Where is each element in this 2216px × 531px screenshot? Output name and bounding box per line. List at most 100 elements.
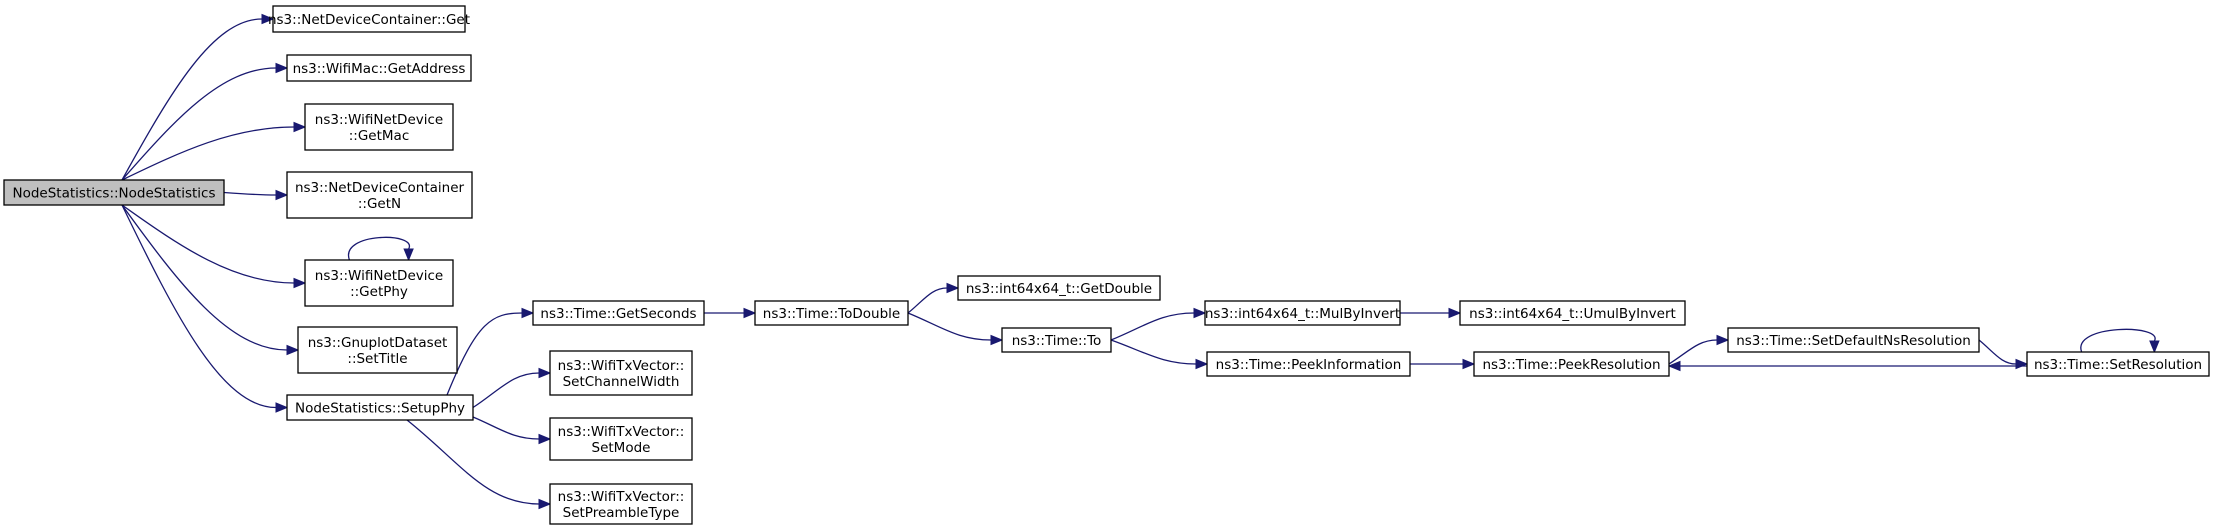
graph-node-n9[interactable]: ns3::WifiTxVector::SetChannelWidth	[549, 350, 693, 396]
arrowhead	[1195, 358, 1209, 370]
edge-line	[472, 416, 540, 440]
arrowhead	[1462, 358, 1476, 370]
node-label: NodeStatistics::NodeStatistics	[13, 186, 216, 202]
graph-node-n19[interactable]: ns3::Time::SetDefaultNsResolution	[1727, 327, 1980, 353]
graph-node-n7[interactable]: NodeStatistics::SetupPhy	[286, 394, 474, 421]
node-box	[549, 417, 693, 461]
edge-n7-n10	[472, 416, 552, 445]
node-label: ns3::Time::SetDefaultNsResolution	[1736, 333, 1971, 349]
arrowhead	[538, 498, 552, 510]
node-label: ::GetMac	[349, 128, 410, 144]
edge-n7-n8	[446, 307, 535, 396]
node-label: ns3::WifiTxVector::	[558, 424, 685, 440]
edge-n18-n19	[1668, 334, 1730, 365]
node-box	[297, 326, 458, 374]
edge-n0-n4	[223, 189, 289, 201]
arrowhead	[275, 62, 289, 74]
node-label: SetChannelWidth	[563, 374, 680, 390]
node-label: ns3::WifiNetDevice	[315, 112, 443, 128]
edge-n0-n7	[121, 204, 289, 413]
edge-n15-n17	[1400, 307, 1462, 319]
graph-node-n0[interactable]: NodeStatistics::NodeStatistics	[3, 179, 225, 206]
node-box	[1001, 327, 1112, 353]
edge-n0-n1	[121, 13, 275, 181]
edge-n20-n18	[1667, 360, 2027, 372]
graph-node-n16[interactable]: ns3::Time::PeekInformation	[1206, 351, 1411, 377]
node-box	[286, 394, 474, 421]
edge-n20-n20	[2080, 328, 2160, 354]
node-box	[549, 350, 693, 396]
graph-node-n5[interactable]: ns3::WifiNetDevice::GetPhy	[304, 259, 454, 307]
graph-node-n17[interactable]: ns3::int64x64_t::UmulByInvert	[1459, 300, 1686, 326]
node-label: ns3::int64x64_t::UmulByInvert	[1469, 306, 1676, 322]
node-box	[272, 5, 466, 33]
node-label: ns3::Time::GetSeconds	[540, 306, 696, 322]
node-label: ns3::Time::SetResolution	[2034, 357, 2202, 373]
edge-line	[1110, 312, 1195, 341]
graph-node-n6[interactable]: ns3::GnuplotDataset::SetTitle	[297, 326, 458, 374]
edge-line	[446, 312, 523, 396]
node-label: ns3::GnuplotDataset	[308, 335, 448, 351]
graph-node-n2[interactable]: ns3::WifiMac::GetAddress	[286, 54, 472, 82]
edge-line	[121, 204, 295, 284]
graph-node-n10[interactable]: ns3::WifiTxVector::SetMode	[549, 417, 693, 461]
edge-line	[121, 126, 295, 181]
node-label: ns3::Time::ToDouble	[763, 306, 900, 322]
graph-node-n14[interactable]: ns3::Time::To	[1001, 327, 1112, 353]
node-label: SetPreambleType	[563, 505, 680, 521]
arrowhead	[990, 334, 1004, 346]
edge-n0-n3	[121, 121, 307, 181]
node-box	[957, 275, 1161, 301]
edge-n0-n5	[121, 204, 307, 289]
node-label: ::SetTitle	[347, 351, 407, 367]
graph-node-n18[interactable]: ns3::Time::PeekResolution	[1473, 351, 1670, 377]
arrowhead	[946, 282, 960, 294]
node-box	[549, 483, 693, 525]
graph-node-n13[interactable]: ns3::int64x64_t::GetDouble	[957, 275, 1161, 301]
graph-node-n15[interactable]: ns3::int64x64_t::MulByInvert	[1204, 300, 1401, 326]
node-box	[1206, 351, 1411, 377]
graph-node-n12[interactable]: ns3::Time::ToDouble	[754, 300, 909, 326]
node-label: ns3::Time::To	[1012, 333, 1102, 349]
node-label: ::GetN	[358, 196, 401, 212]
graph-node-n3[interactable]: ns3::WifiNetDevice::GetMac	[304, 103, 454, 151]
edge-line	[1668, 339, 1718, 365]
node-box	[532, 300, 705, 326]
call-edges	[121, 13, 2160, 510]
edge-line	[121, 67, 277, 181]
edge-n0-n2	[121, 62, 289, 181]
node-box	[1473, 351, 1670, 377]
node-label: ns3::int64x64_t::MulByInvert	[1205, 306, 1400, 322]
graph-node-n11[interactable]: ns3::WifiTxVector::SetPreambleType	[549, 483, 693, 525]
arrowhead	[1193, 307, 1207, 319]
node-label: NodeStatistics::SetupPhy	[295, 401, 465, 417]
call-nodes: NodeStatistics::NodeStatistics ns3::NetDe…	[3, 5, 2210, 525]
node-box	[286, 54, 472, 82]
node-box	[1727, 327, 1980, 353]
arrowhead	[275, 402, 289, 413]
edge-line	[907, 312, 992, 341]
arrowhead	[293, 277, 307, 289]
graph-node-n20[interactable]: ns3::Time::SetResolution	[2026, 351, 2210, 377]
arrowhead	[403, 248, 414, 262]
arrowhead	[2015, 358, 2029, 370]
node-label: ns3::WifiNetDevice	[315, 268, 443, 284]
node-label: ns3::Time::PeekResolution	[1482, 357, 1660, 373]
graph-node-n1[interactable]: ns3::NetDeviceContainer::Get	[268, 5, 470, 33]
graph-node-n8[interactable]: ns3::Time::GetSeconds	[532, 300, 705, 326]
arrowhead	[286, 344, 300, 356]
node-box	[286, 171, 473, 219]
edge-line	[406, 419, 540, 505]
edge-line	[1978, 339, 2017, 365]
edge-n14-n16	[1110, 339, 1209, 370]
edge-line	[472, 372, 540, 409]
graph-node-n4[interactable]: ns3::NetDeviceContainer::GetN	[286, 171, 473, 219]
arrowhead	[275, 189, 289, 201]
node-box	[754, 300, 909, 326]
edge-n8-n12	[704, 307, 757, 319]
edge-line	[223, 191, 277, 196]
node-label: ns3::Time::PeekInformation	[1216, 357, 1402, 373]
node-label: ns3::int64x64_t::GetDouble	[966, 281, 1152, 297]
node-box	[3, 179, 225, 206]
node-label: ns3::NetDeviceContainer	[295, 180, 465, 196]
